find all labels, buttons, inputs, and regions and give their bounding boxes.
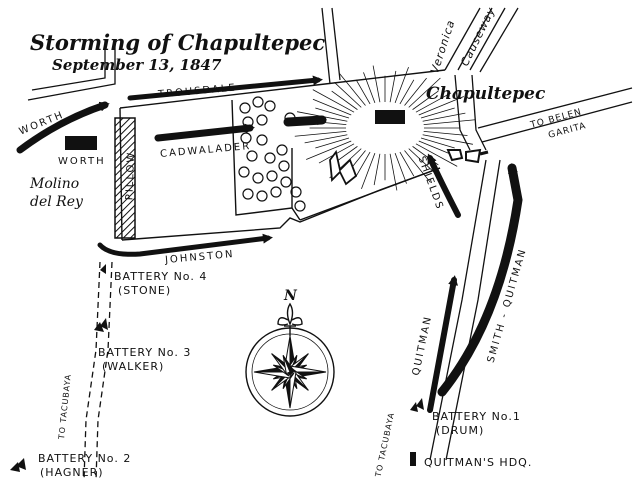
label-worth-block: WORTH xyxy=(58,156,106,167)
battery-3-cmd: (WALKER) xyxy=(102,360,165,373)
map-title: Storming of Chapultepec xyxy=(30,30,326,55)
troop-arrows xyxy=(16,75,523,413)
label-pillow: PILLOW xyxy=(124,150,138,201)
map-subtitle: September 13, 1847 xyxy=(52,56,222,74)
compass-rose xyxy=(245,327,335,417)
battery-1-name: BATTERY No.1 xyxy=(432,410,521,423)
fleur-de-lis xyxy=(277,302,303,336)
roads xyxy=(27,7,633,481)
battery-symbols xyxy=(10,264,424,472)
label-del-rey: del Rey xyxy=(30,194,83,210)
label-molino: Molino xyxy=(30,176,80,192)
battery-2-cmd: (HAGNER) xyxy=(40,466,104,479)
battery-2-name: BATTERY No. 2 xyxy=(38,452,132,465)
gate-works xyxy=(446,148,482,164)
grove xyxy=(238,96,306,212)
label-quitman-hq: QUITMAN'S HDQ. xyxy=(424,456,533,469)
compass-north-label: N xyxy=(284,288,297,304)
redoubt xyxy=(329,149,358,186)
battery-1-cmd: (DRUM) xyxy=(436,424,485,437)
molino-wall xyxy=(114,117,136,239)
battery-4-cmd: (STONE) xyxy=(118,284,172,297)
battery-3-name: BATTERY No. 3 xyxy=(98,346,192,359)
castle-block xyxy=(375,110,405,124)
battery-4-name: BATTERY No. 4 xyxy=(114,270,208,283)
label-chapultepec: Chapultepec xyxy=(426,84,546,104)
worth-block xyxy=(65,136,97,150)
